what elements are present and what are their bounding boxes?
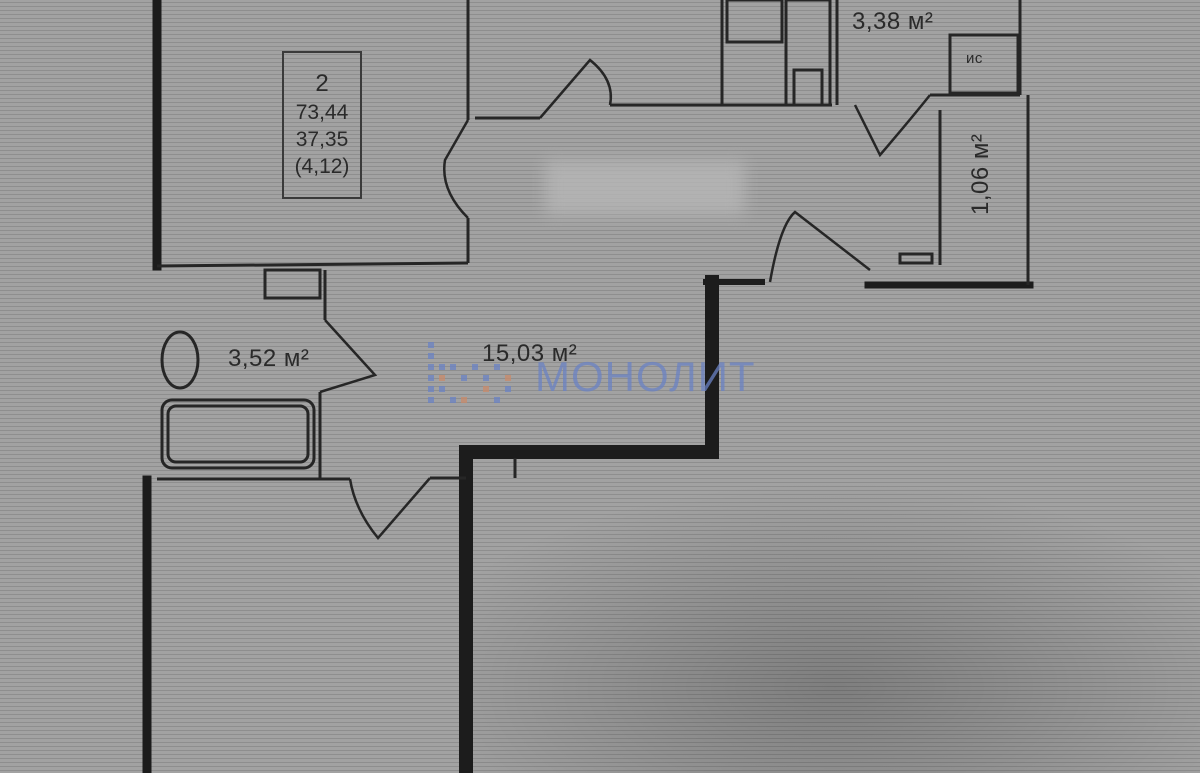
main-walls — [142, 0, 1034, 773]
bathroom-door — [319, 319, 378, 394]
hall-area-label: 15,03 м² — [482, 340, 578, 367]
closet-door — [768, 210, 871, 283]
bedroom-bottom-wall — [156, 261, 469, 268]
watermark: МОНОЛИТ — [420, 332, 790, 422]
watermark-brand: МОНОЛИТ — [535, 353, 756, 400]
apartment-rooms: 2 — [315, 70, 329, 97]
wc-label: ис — [966, 50, 983, 67]
bathroom-area-label: 3,52 м² — [228, 345, 310, 372]
redacted-area — [545, 160, 745, 215]
bedroom-door — [443, 119, 470, 219]
partitions — [156, 0, 1030, 481]
bathroom-vent — [263, 268, 322, 300]
stove — [725, 0, 784, 44]
bathtub — [160, 398, 316, 470]
apartment-balcony-area: (4,12) — [294, 155, 350, 178]
washbasin — [160, 330, 200, 390]
kitchen-door — [539, 58, 613, 119]
closet-area-label: 1,06 м² — [967, 133, 994, 215]
door-swings — [319, 58, 931, 540]
apartment-living-area: 37,35 — [295, 128, 349, 151]
apartment-total-area: 73,44 — [295, 101, 349, 124]
apartment-info-box: 2 73,44 37,35 (4,12) — [282, 51, 362, 199]
toilet-area-label: 3,38 м² — [852, 8, 934, 35]
bathtub-inner — [166, 404, 310, 464]
lower-room-door — [348, 477, 431, 540]
closet-vent — [898, 252, 934, 265]
wc-fixture — [948, 33, 1020, 95]
toilet-door — [853, 94, 931, 158]
bearing-wall — [459, 275, 719, 773]
watermark-logo-icon — [428, 342, 511, 403]
shaft — [792, 68, 824, 107]
lower-room-shadow — [470, 430, 1200, 773]
